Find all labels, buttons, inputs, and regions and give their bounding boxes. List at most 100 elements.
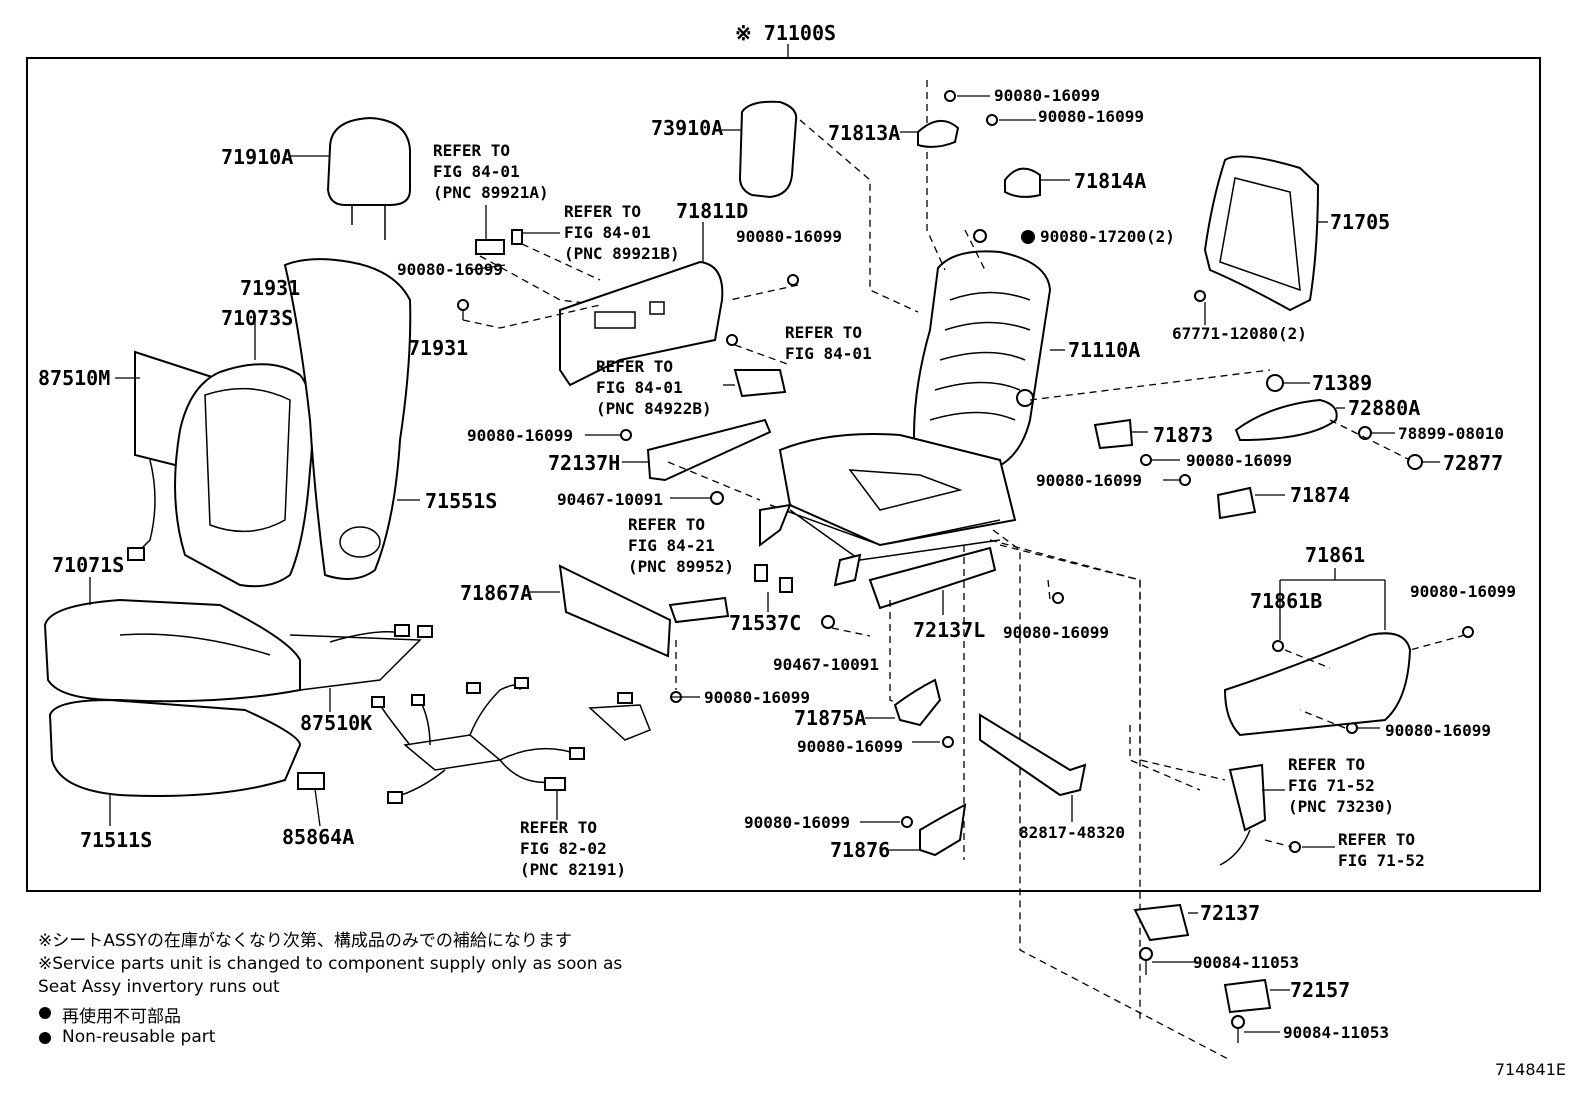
label-71910a: 71910A xyxy=(221,145,293,169)
label-82817: 82817-48320 xyxy=(1019,823,1125,842)
label-71861b: 71861B xyxy=(1250,589,1322,613)
ref-label-2: REFER TO xyxy=(564,202,641,221)
ref-fig-5: FIG 84-21 xyxy=(628,536,715,555)
bolt-90084-icon xyxy=(1139,947,1245,1043)
note-en-supply-line1: ※Service parts unit is changed to compon… xyxy=(38,954,623,974)
label-bolt-90084-1: 90084-11053 xyxy=(1193,953,1299,972)
label-71705: 71705 xyxy=(1330,210,1390,234)
label-71511s: 71511S xyxy=(80,828,152,852)
label-71813a: 71813A xyxy=(828,121,900,145)
label-bolt-3: 90080-16099 xyxy=(467,426,573,445)
assembly-frame xyxy=(26,57,1541,892)
ref-fig-3: FIG 84-01 xyxy=(785,344,872,363)
label-71875a: 71875A xyxy=(794,706,866,730)
side-shield-71861-drawing xyxy=(1223,632,1412,737)
ref-label-5: REFER TO xyxy=(628,515,705,534)
label-67771: 67771-12080(2) xyxy=(1172,324,1307,343)
lever-71814a-drawing xyxy=(1004,167,1041,198)
label-71071s: 71071S xyxy=(52,553,124,577)
label-bolt-13: 90080-16099 xyxy=(744,813,850,832)
label-71814a: 71814A xyxy=(1074,169,1146,193)
legend-marker-en-icon xyxy=(39,1032,51,1044)
label-78899: 78899-08010 xyxy=(1398,424,1504,443)
label-71073s: 71073S xyxy=(221,306,293,330)
wire-harness-drawing xyxy=(371,677,651,804)
cover-72880a-drawing xyxy=(1234,398,1338,442)
cap-72877-drawing xyxy=(1407,454,1423,470)
label-73910a: 73910A xyxy=(651,116,723,140)
label-bolt-12: 90080-16099 xyxy=(1385,721,1491,740)
seat-back-drawing xyxy=(134,258,412,588)
label-clip-2: 90467-10091 xyxy=(773,655,879,674)
label-bolt-10: 90080-16099 xyxy=(1003,623,1109,642)
label-72880a: 72880A xyxy=(1348,396,1420,420)
switch-89952-drawing xyxy=(668,564,793,624)
label-85864a: 85864A xyxy=(282,825,354,849)
legend-en-nonreusable: Non-reusable part xyxy=(62,1027,216,1047)
label-72877: 72877 xyxy=(1443,451,1503,475)
label-71551s: 71551S xyxy=(425,489,497,513)
bracket-71873-drawing xyxy=(1093,418,1134,450)
rail-cover-72137h-drawing xyxy=(646,418,772,482)
ref-fig-1: FIG 84-01 xyxy=(433,162,520,181)
legend-jp-nonreusable: 再使用不可部品 xyxy=(62,1007,181,1027)
label-87510m: 87510M xyxy=(38,366,110,390)
seat-cushion-drawing xyxy=(43,598,433,797)
assembly-number: ※ 71100S xyxy=(735,21,836,45)
armrest-73910a-drawing xyxy=(738,100,798,199)
ref-fig-4: FIG 84-01 xyxy=(596,378,683,397)
label-bolt-2: 90080-16099 xyxy=(736,227,842,246)
clip-72157-drawing xyxy=(1223,978,1272,1014)
ref-pnc-84922b: (PNC 84922B) xyxy=(596,399,712,418)
rail-cover-72137l-drawing xyxy=(868,546,997,610)
label-71389: 71389 xyxy=(1312,371,1372,395)
bracket-71874-drawing xyxy=(1216,486,1257,520)
label-72157: 72157 xyxy=(1290,978,1350,1002)
note-jp-supply: ※シートASSYの在庫がなくなり次第、構成品のみでの補給になります xyxy=(38,931,572,951)
label-71874: 71874 xyxy=(1290,483,1350,507)
ref-pnc-82191: (PNC 82191) xyxy=(520,860,626,879)
bracket-71876-drawing xyxy=(919,803,967,857)
knob-71389-drawing xyxy=(1266,374,1284,392)
label-71537c: 71537C xyxy=(729,611,801,635)
label-71811d: 71811D xyxy=(676,199,748,223)
ref-fig-2: FIG 84-01 xyxy=(564,223,651,242)
ref-pnc-89952: (PNC 89952) xyxy=(628,557,734,576)
ref-pnc-89921b: (PNC 89921B) xyxy=(564,244,680,263)
label-bolt-9: 90080-16099 xyxy=(1410,582,1516,601)
non-reusable-marker-icon xyxy=(1021,230,1035,244)
connector-85864a-drawing xyxy=(297,772,325,790)
label-72137h: 72137H xyxy=(548,451,620,475)
label-72137l: 72137L xyxy=(913,618,985,642)
ref-label-1: REFER TO xyxy=(433,141,510,160)
label-bolt-8: 90080-16099 xyxy=(1036,471,1142,490)
label-87510k: 87510K xyxy=(300,711,372,735)
legend-marker-jp-icon xyxy=(39,1007,51,1019)
figure-code: 714841E xyxy=(1494,1060,1566,1079)
motor-connector-drawing xyxy=(733,369,787,398)
ref-fig-7: FIG 71-52 xyxy=(1288,776,1375,795)
side-cover-drawing xyxy=(559,260,724,387)
label-bolt-1: 90080-16099 xyxy=(397,260,503,279)
back-panel-71705-drawing xyxy=(1203,155,1320,312)
headrest-drawing xyxy=(326,116,411,240)
bracket-82817-drawing xyxy=(979,713,1087,797)
label-bolt-5: 90080-16099 xyxy=(994,86,1100,105)
clip-72137-drawing xyxy=(1133,903,1190,942)
ref-label-4: REFER TO xyxy=(596,357,673,376)
ref-label-3: REFER TO xyxy=(785,323,862,342)
note-en-supply-line2: Seat Assy invertory runs out xyxy=(38,977,280,997)
label-bolt-7: 90080-16099 xyxy=(1186,451,1292,470)
ref-pnc-89921a: (PNC 89921A) xyxy=(433,183,549,202)
seat-belt-buckle-drawing xyxy=(1219,763,1267,866)
label-71876: 71876 xyxy=(830,838,890,862)
label-bolt-90084-2: 90084-11053 xyxy=(1283,1023,1389,1042)
seat-frame-71110a-drawing xyxy=(759,250,1052,587)
ref-pnc-73230: (PNC 73230) xyxy=(1288,797,1394,816)
ref-label-6: REFER TO xyxy=(520,818,597,837)
label-71110a: 71110A xyxy=(1068,338,1140,362)
label-72137: 72137 xyxy=(1200,901,1260,925)
label-clip-1: 90467-10091 xyxy=(557,490,663,509)
label-71861: 71861 xyxy=(1305,543,1365,567)
